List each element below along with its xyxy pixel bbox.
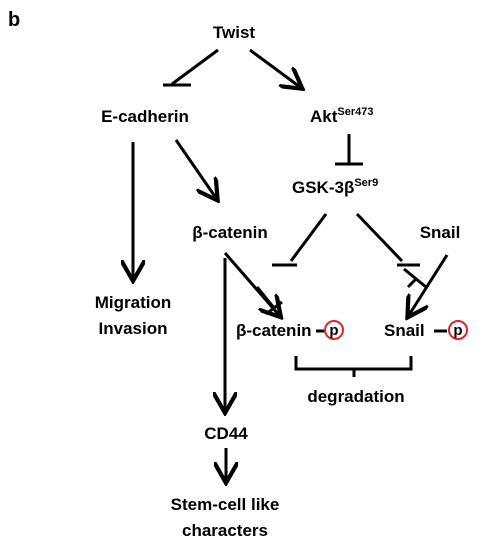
- edge-beta-catenin-inhibits-beta-catenin-phospho: [255, 286, 283, 316]
- node-stem-cell-line1: Stem-cell like: [171, 495, 280, 514]
- edge-snail-inhibits-snail-phospho: [403, 267, 427, 289]
- edge-twist-activates-akt: [249, 48, 300, 87]
- node-migration: Migration: [95, 293, 172, 312]
- phospho-circle-beta-catenin: [324, 320, 344, 340]
- edge-twist-inhibits-ecadherin: [163, 48, 219, 87]
- phospho-circle-snail: [448, 320, 468, 340]
- node-gsk3b-superscript: Ser9: [354, 177, 378, 189]
- panel-label: b: [8, 9, 20, 31]
- node-e-cadherin: E-cadherin: [101, 107, 189, 126]
- node-gsk3b: GSK-3βSer9: [292, 177, 378, 197]
- node-snail-phospho: Snail: [384, 321, 425, 340]
- node-cd44: CD44: [204, 424, 248, 443]
- node-akt-label: Akt: [310, 107, 338, 126]
- node-akt: AktSer473: [310, 106, 374, 126]
- node-stem-cell-line2: characters: [182, 521, 268, 540]
- node-invasion: Invasion: [99, 319, 168, 338]
- edge-gsk3b-inhibits-beta-catenin-phospho: [272, 213, 328, 267]
- edge-snail-to-snail-phospho: [409, 254, 449, 315]
- phospho-label-beta-catenin: p: [329, 322, 338, 339]
- degradation-bracket: [294, 356, 413, 371]
- node-gsk3b-label: GSK-3β: [292, 178, 354, 197]
- node-beta-catenin: β-catenin: [192, 223, 268, 242]
- node-twist: Twist: [213, 23, 256, 42]
- node-akt-superscript: Ser473: [337, 106, 373, 118]
- edge-ecadherin-activates-beta-catenin: [174, 139, 216, 198]
- node-snail: Snail: [420, 223, 461, 242]
- phospho-label-snail: p: [453, 322, 462, 339]
- node-beta-catenin-phospho: β-catenin: [236, 321, 312, 340]
- edge-beta-catenin-to-beta-catenin-phospho: [223, 252, 279, 315]
- edge-gsk3b-inhibits-snail-phospho: [355, 212, 420, 267]
- edge-akt-inhibits-gsk3b: [335, 134, 363, 166]
- node-degradation: degradation: [307, 387, 404, 406]
